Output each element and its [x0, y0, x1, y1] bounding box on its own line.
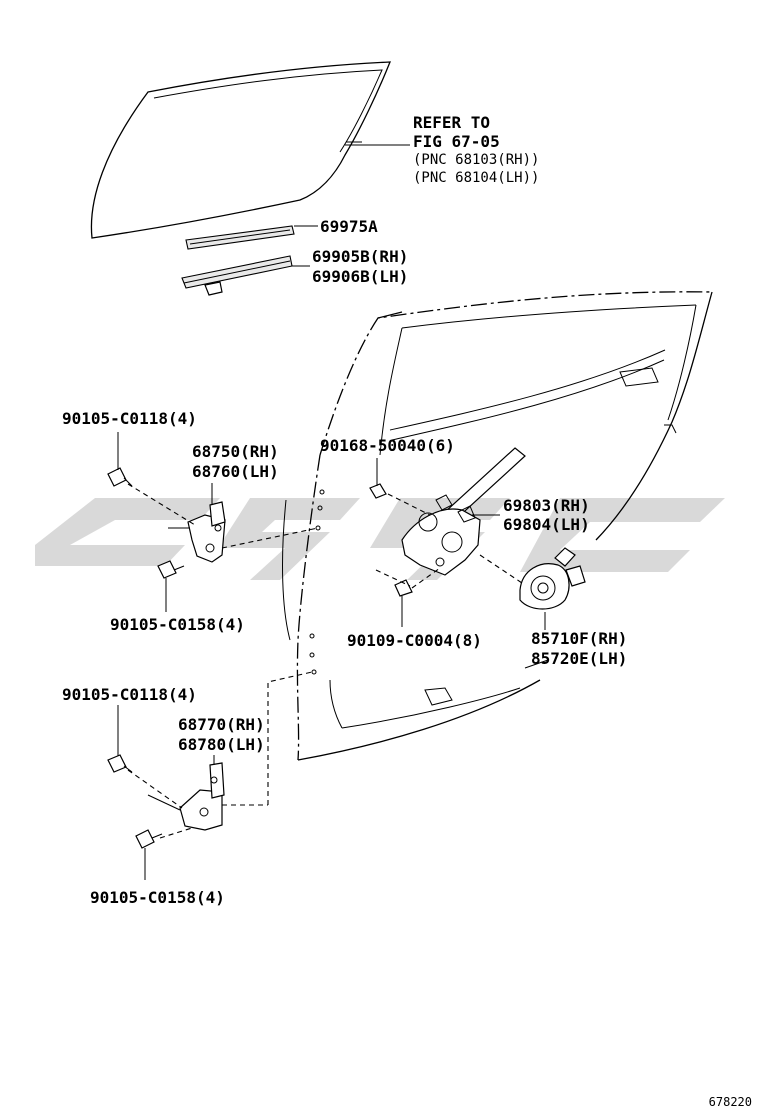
bolt-lower-c0158	[135, 829, 163, 849]
label-85720E: 85720E(LH)	[531, 649, 627, 668]
door-frame	[282, 291, 713, 761]
regulator-motor	[519, 547, 586, 610]
label-90105-C0118-lower: 90105-C0118(4)	[62, 685, 197, 704]
refer-note: REFER TO FIG 67-05 (PNC 68103(RH)) (PNC …	[413, 113, 539, 186]
bolt-90168	[369, 483, 387, 499]
lower-hinge	[147, 762, 225, 831]
label-69803: 69803(RH)	[503, 496, 590, 515]
alignment-lines	[127, 483, 441, 839]
label-68760: 68760(LH)	[192, 462, 279, 481]
label-90105-C0158-lower: 90105-C0158(4)	[90, 888, 225, 907]
label-69905B: 69905B(RH)	[312, 247, 408, 266]
label-68780: 68780(LH)	[178, 735, 265, 754]
pnc-rh-label: (PNC 68103(RH))	[413, 152, 539, 168]
leader-lines	[117, 144, 549, 880]
door-glass	[90, 61, 391, 239]
label-68770: 68770(RH)	[178, 715, 265, 734]
bolt-90109	[394, 579, 413, 597]
label-90168-50040: 90168-50040(6)	[320, 436, 455, 455]
label-69804: 69804(LH)	[503, 515, 590, 534]
label-90105-C0118-upper: 90105-C0118(4)	[62, 409, 197, 428]
fig-reference-label: FIG 67-05	[413, 132, 500, 151]
figure-number: 678220	[709, 1095, 752, 1109]
upper-hinge	[168, 501, 226, 563]
weatherstrip-69905B	[181, 255, 293, 296]
label-85710F: 85710F(RH)	[531, 629, 627, 648]
pnc-lh-label: (PNC 68104(LH))	[413, 170, 539, 186]
label-68750: 68750(RH)	[192, 442, 279, 461]
bolt-upper-c0158	[157, 560, 185, 579]
weatherstrip-69975A	[185, 225, 295, 250]
label-69906B: 69906B(LH)	[312, 267, 408, 286]
window-regulator	[401, 447, 526, 586]
bolt-lower-c0118	[107, 754, 133, 773]
label-90105-C0158-upper: 90105-C0158(4)	[110, 615, 245, 634]
label-69975A: 69975A	[320, 217, 378, 236]
bolt-upper-c0118	[107, 467, 133, 487]
label-90109-C0004: 90109-C0004(8)	[347, 631, 482, 650]
refer-to-label: REFER TO	[413, 113, 490, 132]
